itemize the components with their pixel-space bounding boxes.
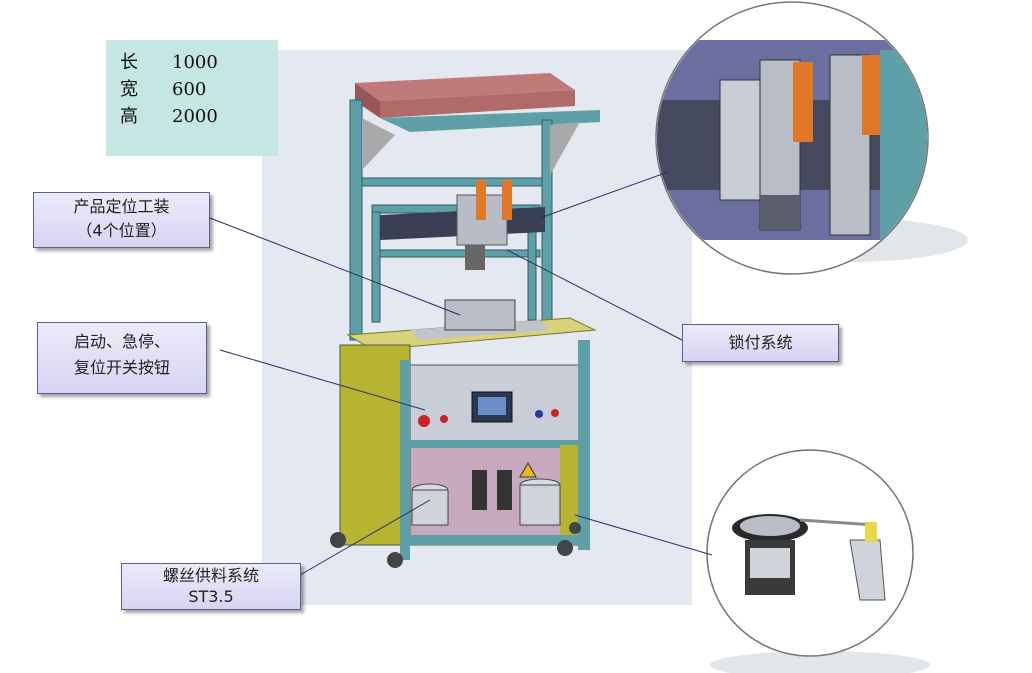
table-top: [346, 299, 597, 351]
callout-locking-system: 锁付系统: [682, 324, 839, 362]
cabinet: [339, 340, 590, 560]
feeder-bowls: [411, 461, 561, 526]
top-beam: [355, 73, 600, 132]
leader-lines: [209, 171, 713, 576]
gusset-left: [362, 118, 395, 170]
detail-feeder-system: [706, 449, 930, 673]
detail-locking-system: [655, 1, 968, 275]
callout-buttons: 启动、急停、 复位开关按钮: [37, 322, 207, 394]
gusset-right: [550, 122, 580, 175]
callout-feeder-system: 螺丝供料系统 ST3.5: [121, 563, 301, 610]
frame: [349, 99, 553, 341]
casters: [330, 522, 581, 568]
screwdriver-heads: [456, 180, 512, 270]
callout-fixture: 产品定位工装 （4个位置）: [33, 192, 210, 248]
